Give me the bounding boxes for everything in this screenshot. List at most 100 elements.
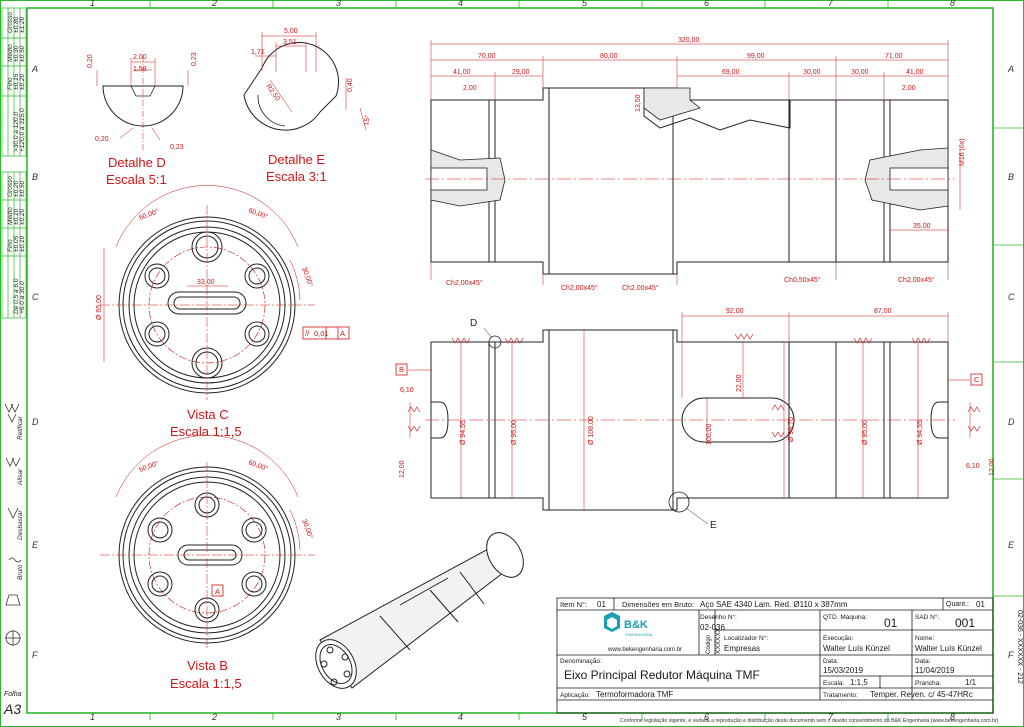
view-c-scale: Escala 1:1,5 (170, 424, 242, 439)
website: www.bekengenharia.com.br (607, 647, 682, 653)
locator-value: Empresas (724, 644, 760, 653)
tol-top-r2-fino: ±0,20 (19, 73, 26, 90)
dim-e-0.40: 0,40 (347, 78, 354, 92)
dim-top-99: 99,00 (747, 53, 765, 60)
date2-label: Data: (915, 658, 931, 665)
sheet-size: A3 (3, 701, 21, 717)
dim-top-2a: 2,00 (463, 85, 477, 92)
zone-row-f: F (32, 650, 38, 660)
tol-mid-r1-fino: ±0,05 (13, 235, 20, 252)
zone-col-4: 4 (458, 0, 463, 8)
drawing-label: Desenho N°: (700, 613, 737, 621)
detail-d-title: Detalhe D (108, 155, 166, 170)
denomination-value: Eixo Principal Redutor Máquina TMF (564, 668, 760, 682)
detail-e-scale: Escala 3:1 (266, 169, 327, 184)
dim-d-0.23a: 0,23 (191, 52, 198, 66)
qty-label: Quant.: (946, 601, 969, 608)
drawing-border (26, 7, 994, 714)
dim-top-71: 71,00 (885, 53, 903, 60)
front-view (395, 312, 983, 513)
zone-col-3: 3 (336, 0, 341, 8)
dim-c-flatness: 0,01 (314, 329, 329, 338)
zone-row-d-right: D (1008, 417, 1015, 427)
dim-front-100: 100,00 (706, 423, 713, 445)
surface-finish-legend (4, 403, 22, 646)
dim-front-dia99.70: Ø 99,70 (788, 417, 795, 442)
name-label: Nome: (915, 635, 934, 642)
dim-front-6.10a: 6,10 (400, 387, 414, 394)
dim-top-41b: 41,00 (906, 69, 924, 76)
side-code: 02-036 - XXXXXX - 212 (1016, 610, 1023, 684)
dim-top-30a: 30,00 (803, 69, 821, 76)
company-logo: B&K ENGENHARIA (604, 612, 653, 637)
dim-top-70: 70,00 (478, 53, 496, 60)
tolerance-table-top (1, 7, 27, 157)
detail-e-view (243, 32, 367, 131)
view-b (100, 435, 315, 648)
drawing-value: 02-036 (700, 623, 725, 632)
zone-col-1: 1 (90, 0, 95, 8)
dim-top-69: 69,00 (722, 69, 740, 76)
dim-front-22: 22,00 (736, 374, 743, 392)
svg-text:ENGENHARIA: ENGENHARIA (626, 632, 653, 637)
detail-d-view (96, 56, 189, 150)
qty-value: 01 (976, 600, 985, 609)
date1-label: Data: (823, 658, 839, 665)
raw-dims-value: Aço SAE 4340 Lam. Red. Ø110 x 387mm (700, 600, 848, 609)
tol-top-r1-fino: ±0,15 (13, 73, 20, 90)
chamfer-4: Ch0,50x45° (784, 276, 821, 284)
zone-row-b-right: B (1008, 172, 1014, 182)
dim-e-3.51: 3,51 (283, 39, 297, 46)
zone-row-c: C (32, 292, 39, 302)
label-detail-d: D (470, 318, 477, 329)
denomination-label: Denominação: (560, 658, 602, 665)
chamfer-3: Ch2,00x45° (622, 284, 659, 292)
zone-row-b: B (32, 172, 38, 182)
application-label: Aplicação: (560, 692, 590, 699)
view-c-title: Vista C (187, 407, 229, 422)
tol-top-h-medio: Médio (7, 44, 14, 62)
sad-label: SAD N°: (915, 613, 939, 621)
tol-top-r1-medio: ±0,30 (13, 45, 20, 62)
dim-top-41a: 41,00 (453, 69, 471, 76)
datum-ref-a: A (340, 329, 345, 338)
dim-front-6.10b: 6,10 (966, 463, 980, 470)
dim-e-15: 15° (362, 114, 372, 126)
finish-retificar: Retificar (17, 415, 24, 440)
dim-front-12a: 12,00 (399, 460, 406, 478)
treatment-value: Temper. Reven. c/ 45-47HRc (870, 690, 973, 699)
tol-mid-r2-grosso: ±0,50 (19, 180, 26, 197)
dim-top-320: 320,00 (678, 37, 700, 44)
dim-e-1.71: 1,71 (251, 49, 265, 56)
zone-col-3-bottom: 3 (336, 712, 341, 722)
detail-d-scale: Escala 5:1 (106, 172, 167, 187)
tol-top-range2: +120,0 a 315,0 (19, 108, 26, 152)
dim-c-flatness-symbol: // (305, 329, 310, 338)
dim-front-dia108: Ø 108,00 (588, 416, 595, 445)
execution-value: Walter Luís Künzel (823, 644, 890, 653)
chamfer-5: Ch2,00x45° (898, 276, 935, 284)
datum-ref-b: B (399, 365, 404, 374)
date1-value: 15/03/2019 (823, 666, 864, 675)
tol-mid-h-grosso: Grosso (7, 176, 14, 197)
tol-top-h-fino: Fino (7, 77, 14, 90)
tol-mid-h-fino: Fino (7, 239, 14, 252)
dim-front-92: 92,00 (726, 308, 744, 315)
dim-top-29: 29,00 (512, 69, 530, 76)
tolerance-table-mid (1, 171, 27, 319)
chamfer-1: Ch2,00x45° (446, 279, 483, 287)
zone-row-d: D (32, 417, 39, 427)
dim-d-1.58: 1,58 (133, 66, 147, 73)
sheet-value: 1/1 (965, 678, 977, 687)
dim-top-80: 80,00 (600, 53, 618, 60)
zone-col-1-bottom: 1 (90, 712, 95, 722)
footer-note: Conforme legislação vigente, é vedada a … (620, 718, 999, 724)
locator-label: Localizador N°: (724, 634, 768, 642)
zone-row-f-right: F (1008, 650, 1014, 660)
raw-dims-label: Dimensões em Bruto: (622, 600, 694, 609)
finish-desbastar: Desbastar (17, 510, 24, 540)
dim-d-0.20b: 0,20 (95, 136, 109, 143)
label-detail-e: E (710, 520, 717, 531)
dim-front-dia95b: Ø 95,00 (862, 420, 869, 445)
